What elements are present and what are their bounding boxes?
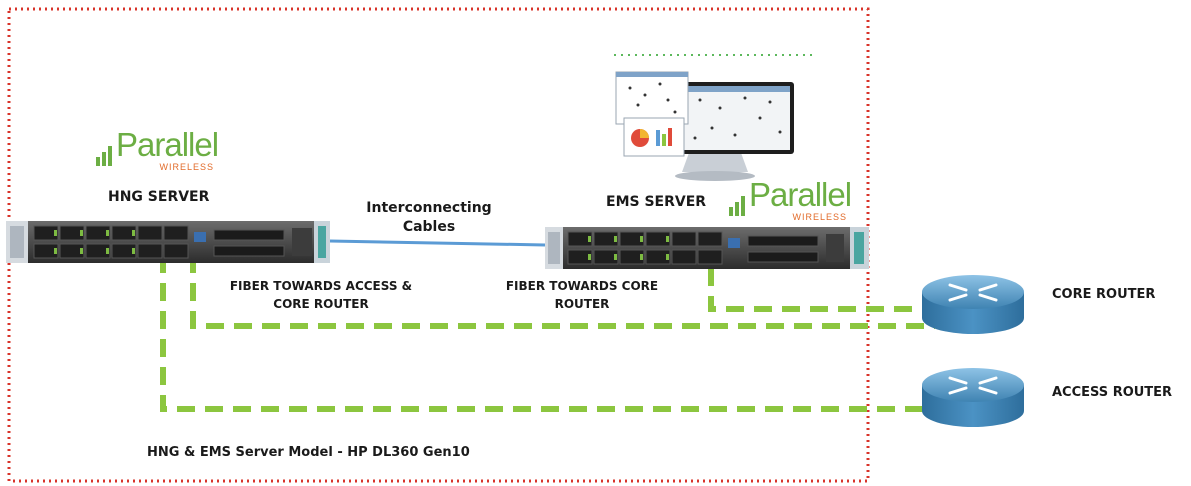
signal-bars-icon <box>729 190 753 216</box>
interconnect-label-line2: Cables <box>402 219 456 235</box>
fiber-links <box>160 255 935 412</box>
fiber-access-label: FIBER TOWARDS ACCESS & CORE ROUTER <box>210 277 432 313</box>
logo-brand-text: Parallel <box>116 126 219 163</box>
monitor-icon <box>615 71 794 181</box>
parallel-wireless-logo: Parallel WIRELESS <box>729 178 852 222</box>
signal-bars-icon <box>96 140 120 166</box>
fiber-core-label-line1: FIBER TOWARDS CORE <box>505 279 659 293</box>
interconnect-label: Interconnecting Cables <box>358 199 500 237</box>
fiber-core-label-line2: ROUTER <box>554 297 610 311</box>
core-router-icon <box>922 275 1024 334</box>
logo-sub-text: WIRELESS <box>792 212 847 222</box>
server-model-caption: HNG & EMS Server Model - HP DL360 Gen10 <box>147 445 470 460</box>
parallel-wireless-logo: Parallel WIRELESS <box>96 128 219 172</box>
logo-brand-text: Parallel <box>749 176 852 213</box>
access-router-icon <box>922 368 1024 427</box>
fiber-hng-to-core <box>190 255 935 329</box>
fiber-core-label: FIBER TOWARDS CORE ROUTER <box>487 277 677 313</box>
hng-server-icon <box>6 221 330 263</box>
fiber-access-label-line1: FIBER TOWARDS ACCESS & <box>229 279 413 293</box>
logo-sub-text: WIRELESS <box>159 162 214 172</box>
interconnect-cable <box>329 239 546 247</box>
access-router-label: ACCESS ROUTER <box>1052 385 1173 400</box>
hng-server-label: HNG SERVER <box>108 189 210 205</box>
core-router-label: CORE ROUTER <box>1052 287 1156 302</box>
fiber-access-label-line2: CORE ROUTER <box>273 297 369 311</box>
fiber-hng-to-access <box>160 255 935 412</box>
ems-server-label: EMS SERVER <box>606 194 707 210</box>
ems-server-icon <box>545 227 869 269</box>
fiber-ems-to-core <box>708 268 935 312</box>
interconnect-label-line1: Interconnecting <box>366 200 492 216</box>
